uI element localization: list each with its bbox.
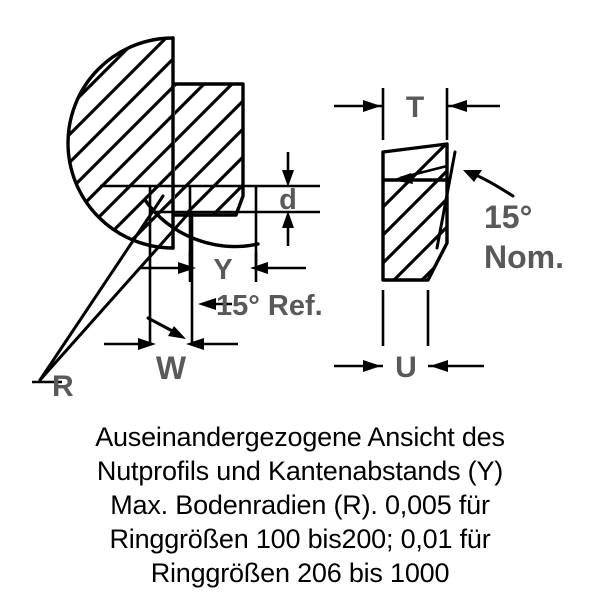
dimension-label-R: R [52,370,74,403]
caption-line-2: Nutprofils und Kantenabstands (Y) [96,456,504,486]
dimension-T-right-arrowhead [449,100,467,112]
dimension-label-U: U [395,351,417,384]
angle-ref-pointer-arrowhead [198,298,216,310]
lower-arc [143,198,260,249]
dimension-d-group: d [279,152,297,246]
angle-ref-leader-arrowhead [168,326,186,339]
dimension-Y-group: Y [140,252,306,286]
radius-leader-line-1 [38,194,165,382]
radius-leader-line-2 [38,212,190,382]
right-view-section-block [381,142,449,282]
dimension-label-angle-ref: 15° Ref. [216,290,323,322]
dimension-label-Y: Y [213,254,232,286]
right-block-outline [381,142,449,282]
dimension-U-right-arrowhead [430,360,448,372]
dimension-W-left-arrowhead [138,338,156,350]
right-block-internal-arrowhead [392,173,413,184]
dimension-Y-right-arrowhead [250,262,268,274]
dimension-U-left-arrowhead [363,360,381,372]
dimension-label-d: d [279,184,297,216]
dimension-label-W: W [156,350,187,386]
radius-leader-group: R [32,194,190,403]
dimension-T-left-arrowhead [363,100,381,112]
angle-nom-pointer-arrowhead [463,170,482,182]
dimension-W-right-arrowhead [186,338,204,350]
semicircle-outline [66,36,175,250]
caption-line-3: Max. Bodenradien (R). 0,005 für [110,490,490,520]
caption-line-1: Auseinandergezogene Ansicht des [95,422,505,452]
dimension-T-group: T [334,88,500,140]
dimension-d-upper-arrowhead [282,170,294,187]
caption-line-5: Ringgrößen 206 bis 1000 [150,558,450,588]
dimension-d-lower-arrowhead [282,211,294,228]
figure-caption: Auseinandergezogene Ansicht des Nutprofi… [0,420,600,590]
angle-nom-leader-line [435,150,457,250]
technical-diagram: R d Y 15° Ref. [32,36,564,403]
dimension-label-angle-nom-unit: Nom. [484,239,564,275]
angle-nom-leader-group: 15° Nom. [435,150,564,275]
ring-block-outline [173,82,245,217]
dimension-Y-left-arrowhead [178,262,196,274]
right-block-hatching [383,144,447,280]
dimension-U-group: U [334,290,484,384]
caption-line-4: Ringgrößen 100 bis200; 0,01 für [109,524,491,554]
dimension-label-angle-nom: 15° [484,199,532,235]
dimension-label-T: T [406,91,424,124]
dimension-W-group: W [104,338,238,386]
angle-ref-leader-group: 15° Ref. [146,290,323,339]
